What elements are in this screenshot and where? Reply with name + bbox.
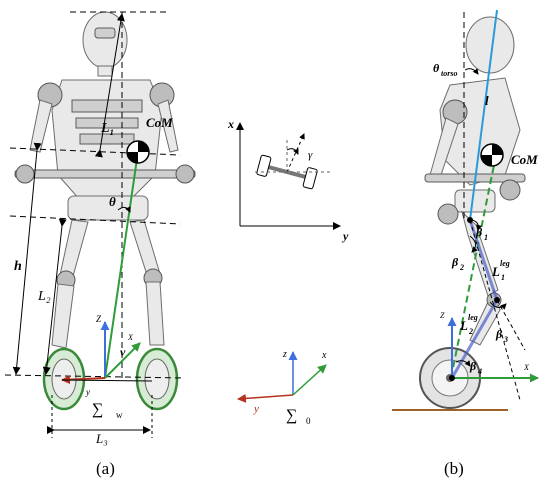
- label-l: l: [485, 93, 489, 108]
- label-theta-torso: θ: [433, 61, 440, 75]
- robot-b-illustration: [419, 16, 526, 409]
- label-beta1-sub: 1: [484, 233, 488, 242]
- label-z-a: Z: [96, 314, 102, 324]
- label-beta3-sub: 3: [503, 335, 508, 344]
- label-beta2: β: [451, 255, 459, 269]
- label-com-b: CoM: [511, 152, 538, 167]
- label-L1: L₁: [100, 121, 114, 136]
- label-com-a: CoM: [146, 115, 173, 130]
- label-beta3: β: [495, 327, 503, 341]
- label-L2-leg-sup: leg: [468, 313, 478, 322]
- label-z-b: Z: [440, 311, 445, 320]
- label-L1-leg-sup: leg: [500, 259, 510, 268]
- label-y-mid: y: [341, 229, 349, 243]
- panel-a-annotations: [4, 11, 186, 438]
- label-x-mid: x: [227, 117, 234, 131]
- label-h: h: [14, 259, 22, 274]
- label-beta2-sub: 2: [459, 263, 464, 272]
- label-z0: z: [282, 349, 287, 360]
- label-L1-leg: L: [491, 264, 500, 279]
- label-gamma: γ: [308, 149, 313, 161]
- caption-b: (b): [444, 459, 464, 478]
- label-L2-leg-sub: 2: [468, 327, 473, 336]
- label-y0: y: [253, 403, 259, 415]
- label-sigma-0: ∑: [286, 407, 297, 424]
- label-theta-a: θ: [109, 194, 116, 209]
- com-marker-b: [480, 143, 504, 167]
- label-beta1: β: [475, 225, 483, 239]
- label-L1-leg-sub: 1: [501, 273, 505, 282]
- label-L2: L₂: [37, 289, 51, 304]
- caption-a: (a): [96, 459, 115, 478]
- panel-b-annotations: [392, 9, 539, 411]
- label-x-b: X: [523, 363, 530, 372]
- label-x-a: X: [127, 333, 134, 342]
- label-sigma-w-sub: w: [116, 410, 123, 420]
- label-theta-torso-sub: torso: [441, 69, 457, 78]
- label-beta4-sub: 4: [477, 367, 482, 376]
- label-y-a: y: [85, 387, 90, 397]
- label-sigma-0-sub: 0: [306, 416, 311, 426]
- label-v: v: [120, 345, 126, 359]
- world-frame: [237, 351, 327, 403]
- label-beta4: β: [469, 359, 477, 373]
- label-L3: L₃: [95, 431, 108, 446]
- label-sigma-w: ∑: [92, 401, 103, 418]
- label-L2-leg: L: [459, 318, 468, 333]
- top-view-diagram: [236, 122, 341, 230]
- label-x0: x: [321, 350, 327, 361]
- com-marker-a: [126, 140, 150, 164]
